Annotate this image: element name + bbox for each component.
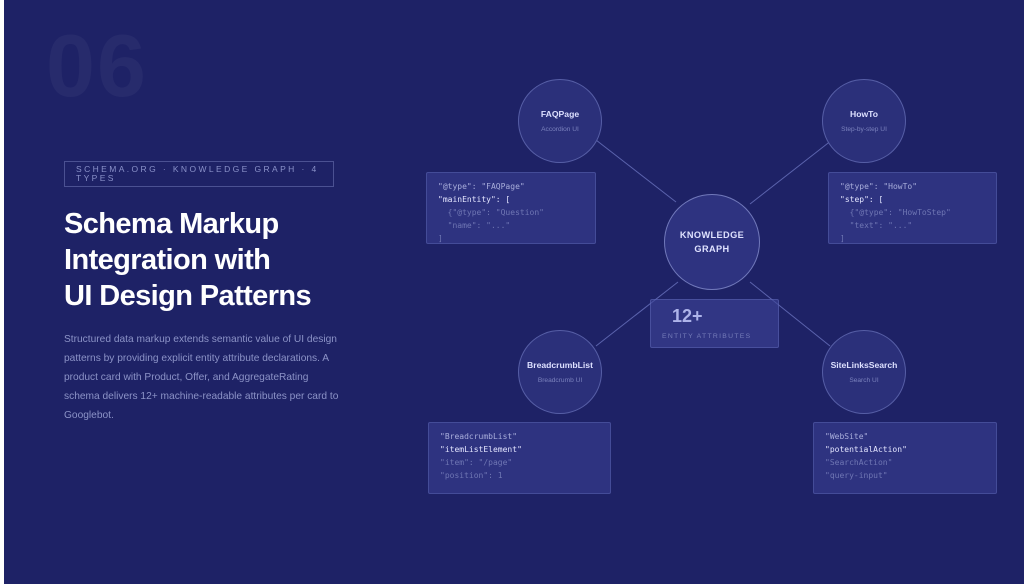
node-faqpage-subtitle: Accordion UI (541, 126, 579, 133)
code-line: {"@type": "HowToStep" (840, 208, 951, 217)
code-line: "SearchAction" (825, 458, 893, 467)
connector-breadcrumb (595, 281, 679, 347)
code-line: "potentialAction" (825, 445, 907, 454)
code-line: {"@type": "Question" (438, 208, 544, 217)
title-line-2: Integration with (64, 244, 271, 276)
node-howto: HowTo Step-by-step UI (822, 79, 906, 163)
code-line: "query-input" (825, 471, 888, 480)
stat-label: ENTITY ATTRIBUTES (662, 333, 752, 340)
node-howto-name: HowTo (849, 109, 878, 119)
code-line: ] (840, 234, 845, 243)
node-sitelinkssearch: SiteLinksSearch Search UI (822, 330, 906, 414)
code-line: "WebSite" (825, 432, 869, 441)
node-faqpage: FAQPage Accordion UI (518, 79, 602, 163)
connector-faq (595, 139, 677, 203)
node-breadcrumblist: BreadcrumbList Breadcrumb UI (518, 330, 602, 414)
slide-number: 06 (46, 22, 148, 110)
node-sitelinkssearch-name: SiteLinksSearch (830, 360, 898, 370)
entity-attributes-stat: 12+ ENTITY ATTRIBUTES (650, 299, 779, 348)
connector-howto (749, 139, 833, 205)
node-breadcrumblist-name: BreadcrumbList (527, 360, 593, 370)
node-howto-subtitle: Step-by-step UI (841, 126, 887, 133)
code-line: "step": [ (840, 195, 884, 204)
node-faqpage-name: FAQPage (540, 109, 580, 119)
code-line: "itemListElement" (440, 445, 522, 454)
title-line-3: UI Design Patterns (64, 280, 312, 312)
stat-value: 12+ (672, 306, 703, 326)
slide: 06 SCHEMA.ORG · KNOWLEDGE GRAPH · 4 TYPE… (4, 0, 1024, 584)
code-snippet-howto: "@type": "HowTo" "step": [ {"@type": "Ho… (828, 172, 997, 244)
category-tag: SCHEMA.ORG · KNOWLEDGE GRAPH · 4 TYPES (64, 161, 334, 187)
slide-description: Structured data markup extends semantic … (64, 334, 339, 421)
code-snippet-faq: "@type": "FAQPage" "mainEntity": [ {"@ty… (426, 172, 596, 244)
graph-connectors (595, 139, 833, 347)
code-snippet-sitelinks: "WebSite" "potentialAction" "SearchActio… (813, 422, 997, 494)
code-line: "@type": "HowTo" (840, 182, 918, 191)
code-line: "position": 1 (440, 471, 503, 480)
code-line: "item": "/page" (440, 458, 513, 467)
code-line: "@type": "FAQPage" (438, 182, 525, 191)
node-sitelinkssearch-subtitle: Search UI (849, 377, 879, 384)
code-line: "text": "..." (840, 221, 913, 230)
code-line: ] (438, 234, 443, 243)
code-line: "name": "..." (438, 221, 511, 230)
knowledge-graph-label: KNOWLEDGE GRAPH (679, 230, 745, 254)
knowledge-graph-node: KNOWLEDGE GRAPH (664, 194, 760, 290)
slide-title: Schema Markup Integration with UI Design… (64, 206, 384, 314)
code-line: "mainEntity": [ (438, 195, 511, 204)
code-snippet-breadcrumb: "BreadcrumbList" "itemListElement" "item… (428, 422, 611, 494)
connector-sitelinks (749, 281, 831, 347)
title-line-1: Schema Markup (64, 208, 279, 240)
code-line: "BreadcrumbList" (440, 432, 518, 441)
node-breadcrumblist-subtitle: Breadcrumb UI (537, 377, 583, 384)
